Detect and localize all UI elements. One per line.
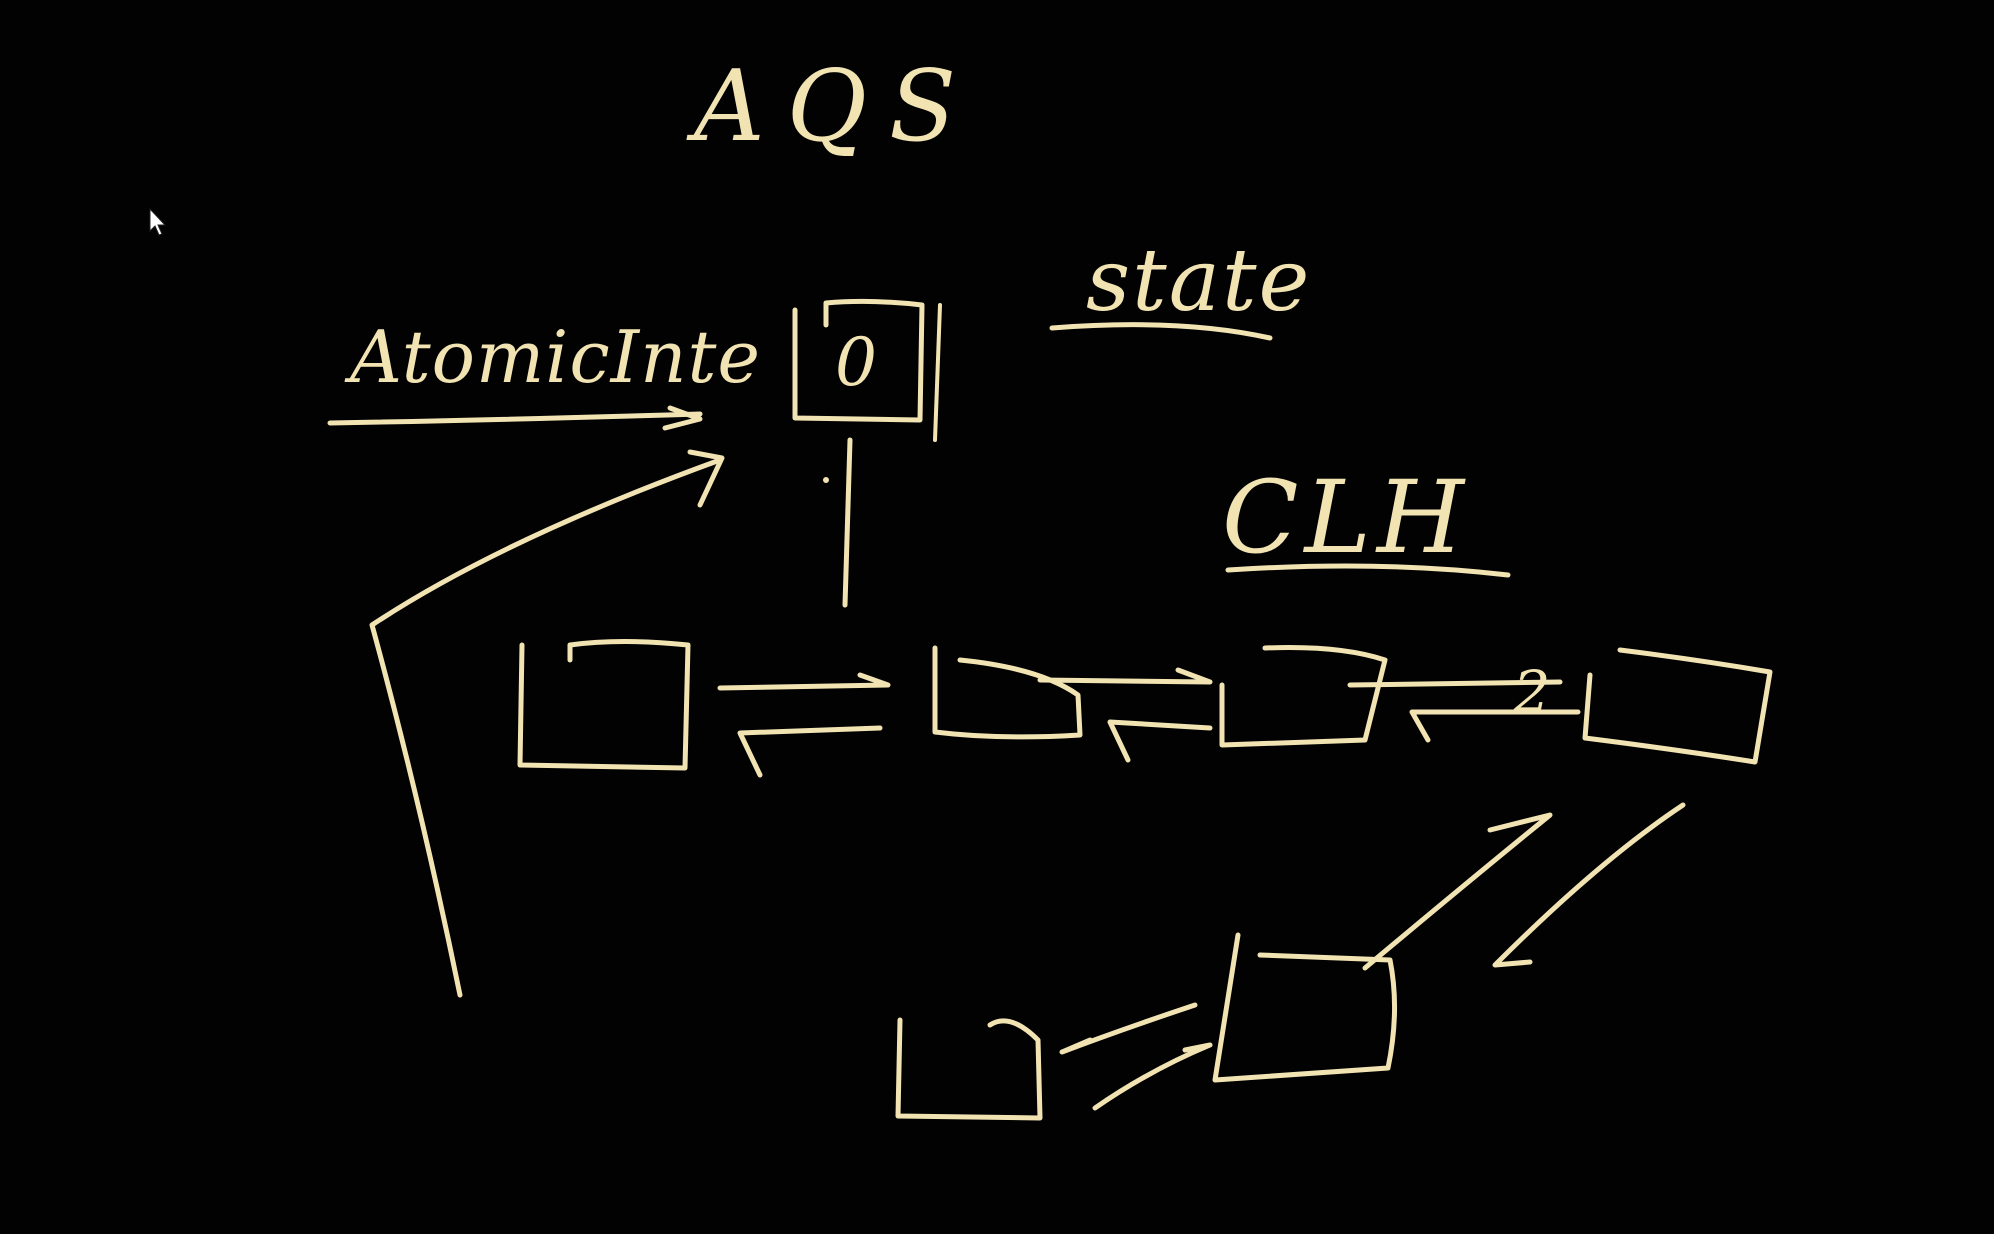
state-label: state [1086,231,1311,331]
queue-node-4 [1582,647,1773,765]
queue-node-2 [932,645,1083,740]
waiting-link-forward [1092,1042,1213,1111]
thread-arrow-curve [369,457,723,998]
state-label-underline [1049,322,1273,341]
mouse-pointer-icon [149,207,167,236]
queue-node-3 [1219,645,1388,748]
branch-arrow-down [1492,802,1686,968]
clh-label: CLH [1222,459,1470,576]
link-label-2: 2 [1513,658,1551,726]
link-1-2-forward [717,672,891,691]
clh-label-underline [1225,563,1511,578]
atomic-arrow-head [662,405,703,431]
link-3-2-back [1107,719,1213,763]
waiting-node-right [1212,932,1398,1083]
atomic-integer-label: AtomicInte [344,315,761,399]
link-4-3-back [1409,709,1581,743]
waiting-link-back [1059,1002,1198,1055]
queue-node-1 [517,639,691,771]
ink-dot [823,477,829,483]
state-to-queue-line [842,437,853,608]
thread-arrow-head [687,449,725,508]
atomic-label-underline [327,411,703,426]
title-aqs: AQS [686,50,978,164]
state-box-value: 0 [835,324,877,401]
waiting-node-left [895,1017,1043,1121]
branch-arrow-up [1362,812,1553,971]
state-box [792,298,925,423]
state-box-shadow [933,303,942,442]
link-2-1-back [737,725,883,778]
link-3-4-forward [1347,679,1563,688]
link-2-3-forward [1037,667,1213,685]
